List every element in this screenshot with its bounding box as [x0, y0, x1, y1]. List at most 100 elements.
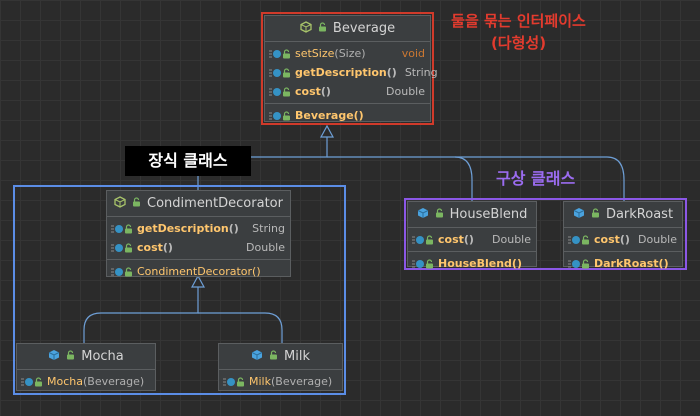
method-row[interactable]: cost() Double: [408, 230, 536, 249]
method-params: (): [619, 233, 630, 246]
constructor-section: Mocha(Beverage): [17, 370, 155, 393]
return-type: Double: [246, 241, 285, 254]
abstract-method-icon: [269, 48, 295, 60]
constructor-icon: [568, 258, 594, 270]
method-row[interactable]: cost() Double: [265, 82, 430, 101]
constructor-name: CondimentDecorator(): [137, 265, 261, 278]
class-header: CondimentDecorator: [107, 191, 290, 217]
concrete-group-frame: [404, 198, 687, 270]
constructor-row[interactable]: CondimentDecorator(): [107, 262, 290, 281]
return-type: String: [404, 66, 438, 79]
abstract-method-icon: [269, 86, 295, 98]
abstract-method-icon: [412, 234, 438, 246]
method-name: cost: [295, 85, 321, 98]
method-row[interactable]: cost() Double: [107, 238, 290, 257]
method-row[interactable]: getDescription() String: [107, 219, 290, 238]
abstract-method-icon: [269, 67, 295, 79]
interface-highlight-frame: [261, 12, 434, 125]
constructor-section: DarkRoast(): [564, 252, 682, 275]
interface-annotation-line2: (다형성): [490, 34, 547, 52]
decorator-group-label: 장식 클래스: [125, 146, 251, 176]
constructor-params: (Beverage): [82, 375, 145, 388]
class-name: Milk: [284, 349, 310, 364]
method-params: (): [228, 222, 239, 235]
class-header: Beverage: [265, 16, 430, 42]
method-row[interactable]: cost() Double: [564, 230, 682, 249]
method-params: (): [463, 233, 474, 246]
method-params: (): [162, 241, 173, 254]
abstract-method-icon: [111, 242, 137, 254]
constructor-row[interactable]: Beverage(): [265, 106, 430, 125]
class-cube-icon: [251, 349, 263, 365]
class-cube-icon: [573, 207, 585, 223]
concrete-group-label: 구상 클래스: [496, 169, 576, 188]
class-name: HouseBlend: [449, 207, 528, 222]
edge-houseblend-to-beverage: [327, 156, 473, 202]
constructor-section: HouseBlend(): [408, 252, 536, 275]
constructor-row[interactable]: HouseBlend(): [408, 254, 536, 273]
method-section: getDescription() String cost() Double: [107, 217, 290, 260]
method-row[interactable]: getDescription() String: [265, 63, 438, 82]
edge-milk-to-condiment: [198, 312, 283, 344]
method-row[interactable]: setSize(Size) void: [265, 44, 430, 63]
method-name: setSize: [295, 47, 335, 60]
constructor-name: Beverage(): [295, 109, 364, 122]
method-section: cost() Double: [564, 228, 682, 252]
method-name: getDescription: [295, 66, 387, 79]
public-lock-icon: [318, 21, 327, 36]
method-params: (Size): [334, 47, 366, 60]
arrowhead-beverage: [319, 124, 335, 138]
class-header: Milk: [219, 344, 342, 370]
class-node-beverage[interactable]: Beverage setSize(Size) void getDescripti…: [264, 15, 438, 122]
class-cube-icon: [48, 349, 60, 365]
constructor-name: HouseBlend(): [438, 257, 522, 270]
public-lock-icon: [435, 207, 444, 222]
edge-darkroast-to-beverage: [455, 156, 625, 202]
edge-mocha-to-condiment: [83, 286, 199, 344]
class-header: HouseBlend: [408, 202, 536, 228]
method-section: setSize(Size) void getDescription() Stri…: [265, 42, 438, 104]
method-params: (): [386, 66, 397, 79]
abstract-method-icon: [568, 234, 594, 246]
class-node-house-blend[interactable]: HouseBlend cost() Double HouseBlend(): [407, 201, 537, 270]
constructor-icon: [21, 376, 47, 388]
class-header: DarkRoast: [564, 202, 682, 228]
public-lock-icon: [66, 349, 75, 364]
constructor-section: Milk(Beverage): [219, 370, 342, 393]
return-type: Double: [638, 233, 677, 246]
interface-cube-icon: [114, 195, 126, 212]
class-name: CondimentDecorator: [147, 196, 283, 211]
class-header: Mocha: [17, 344, 155, 370]
constructor-row[interactable]: DarkRoast(): [564, 254, 682, 273]
interface-cube-icon: [300, 20, 312, 37]
public-lock-icon: [591, 207, 600, 222]
constructor-row[interactable]: Mocha(Beverage): [17, 372, 155, 391]
method-params: (): [320, 85, 331, 98]
interface-annotation: 둘을 묶는 인터페이스 (다형성): [441, 10, 596, 54]
method-name: cost: [137, 241, 163, 254]
return-type: void: [401, 47, 425, 60]
constructor-icon: [412, 258, 438, 270]
constructor-params: (Beverage): [270, 375, 333, 388]
class-node-dark-roast[interactable]: DarkRoast cost() Double DarkRoast(): [563, 201, 683, 270]
class-cube-icon: [417, 207, 429, 223]
class-node-mocha[interactable]: Mocha Mocha(Beverage): [16, 343, 156, 391]
constructor-icon: [223, 376, 249, 388]
constructor-name: DarkRoast(): [594, 257, 669, 270]
constructor-name: Milk: [249, 375, 271, 388]
method-name: getDescription: [137, 222, 229, 235]
class-node-condiment-decorator[interactable]: CondimentDecorator getDescription() Stri…: [106, 190, 291, 278]
public-lock-icon: [132, 196, 141, 211]
class-node-milk[interactable]: Milk Milk(Beverage): [218, 343, 343, 391]
constructor-row[interactable]: Milk(Beverage): [219, 372, 342, 391]
interface-annotation-line1: 둘을 묶는 인터페이스: [451, 12, 586, 30]
abstract-method-icon: [111, 223, 137, 235]
constructor-section: CondimentDecorator(): [107, 260, 290, 283]
constructor-section: Beverage(): [265, 104, 430, 127]
class-name: DarkRoast: [605, 207, 674, 222]
return-type: Double: [492, 233, 531, 246]
class-name: Beverage: [332, 21, 396, 36]
method-name: cost: [594, 233, 620, 246]
arrowhead-condiment: [190, 274, 206, 288]
